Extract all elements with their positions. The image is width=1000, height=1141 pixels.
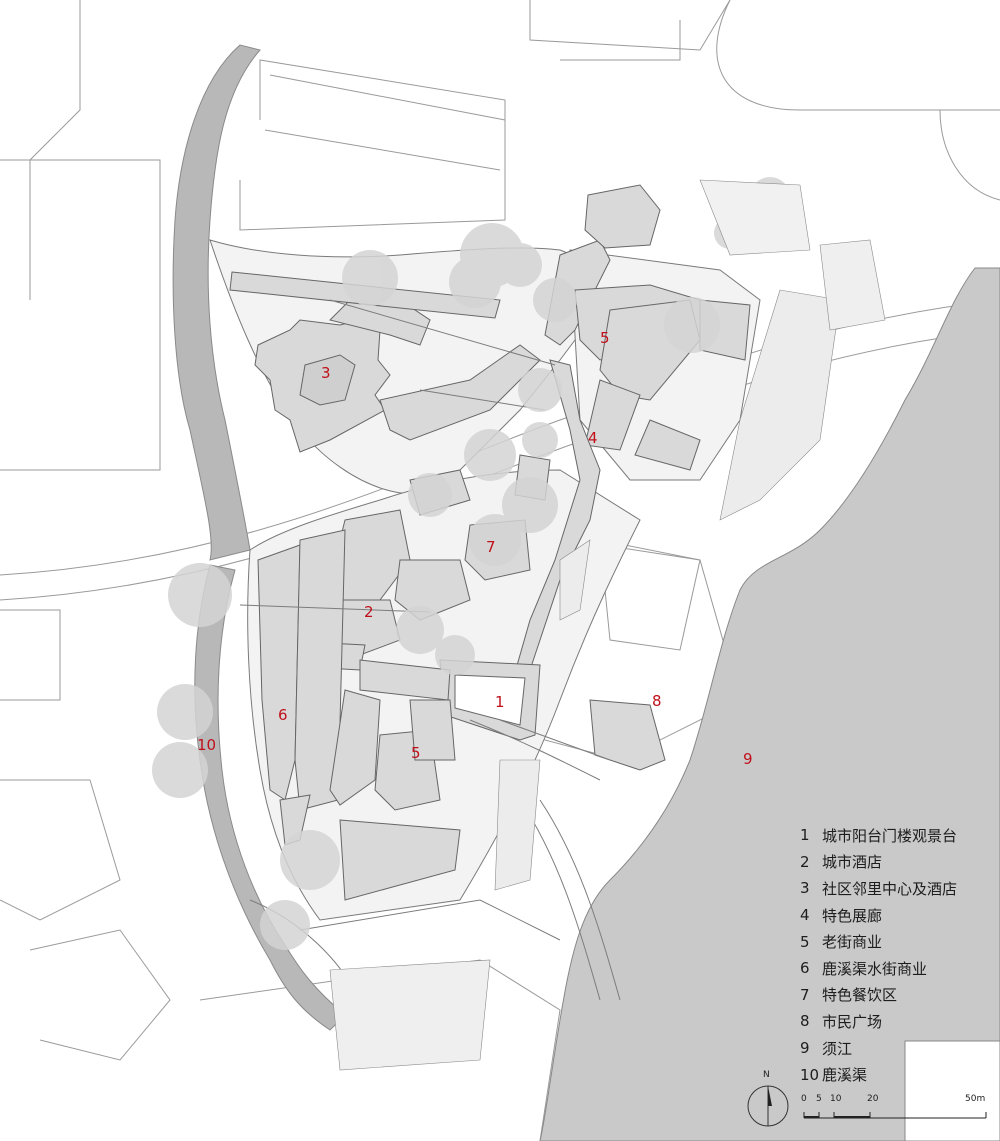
scale-tick-50m: 50m: [965, 1094, 986, 1104]
scale-tick-5: 5: [816, 1094, 822, 1104]
scale-tick-0: 0: [801, 1094, 807, 1104]
river-surface: [539, 267, 1000, 1141]
map-label-7: 7: [486, 538, 496, 556]
map-label-6: 6: [278, 706, 288, 724]
map-label-4: 4: [588, 429, 598, 447]
map-label-8: 8: [652, 692, 662, 710]
north-label: N: [763, 1070, 770, 1080]
map-label-3: 3: [321, 364, 331, 382]
scale-bar-graphic: [803, 1112, 987, 1119]
scale-bar: 0 5 10 20 50m: [798, 1092, 993, 1132]
scale-tick-10: 10: [830, 1094, 842, 1104]
scale-tick-20: 20: [867, 1094, 879, 1104]
north-arrow: N: [745, 1070, 791, 1130]
map-label-10: 10: [197, 736, 217, 754]
map-label-2: 2: [364, 603, 374, 621]
map-label-5-north: 5: [600, 329, 610, 347]
map-label-5-south: 5: [411, 744, 421, 762]
map-label-9: 9: [743, 750, 753, 768]
map-label-1: 1: [495, 693, 505, 711]
north-arrow-icon: [747, 1085, 789, 1127]
